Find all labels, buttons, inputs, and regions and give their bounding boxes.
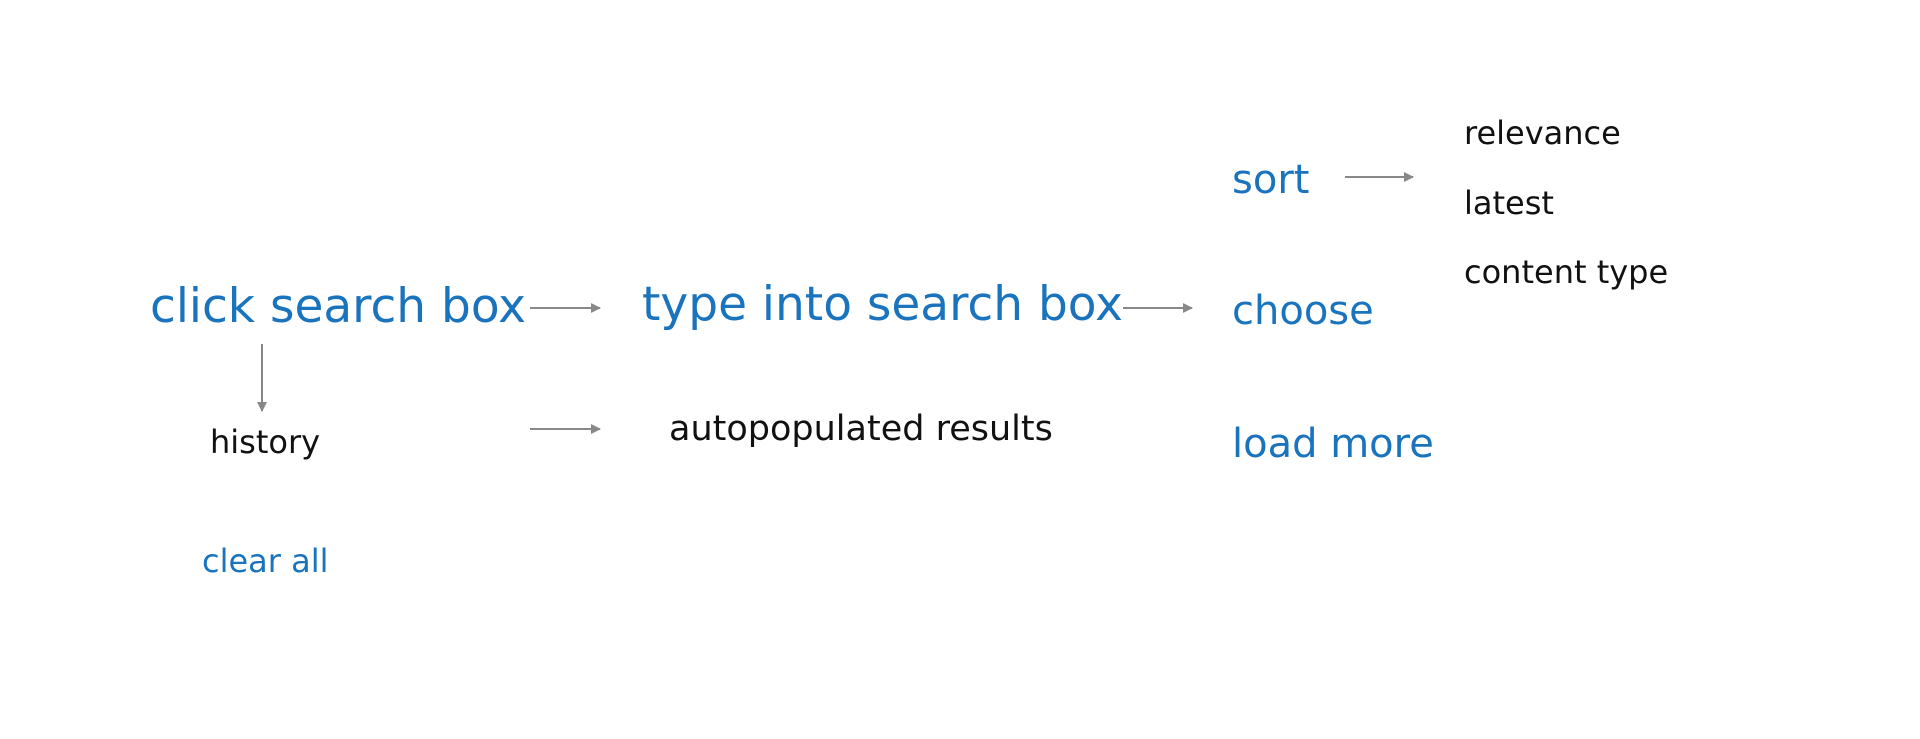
node-choose: choose (1232, 288, 1374, 334)
node-click-search-box: click search box (150, 279, 526, 334)
node-clear-all: clear all (202, 542, 329, 580)
node-history: history (210, 423, 321, 461)
node-relevance: relevance (1464, 114, 1621, 152)
node-autopopulated-results: autopopulated results (669, 409, 1053, 449)
node-latest: latest (1464, 184, 1554, 222)
node-content-type: content type (1464, 253, 1669, 291)
node-type-into-search-box: type into search box (642, 277, 1123, 332)
node-load-more: load more (1232, 421, 1434, 467)
node-sort: sort (1232, 157, 1310, 203)
